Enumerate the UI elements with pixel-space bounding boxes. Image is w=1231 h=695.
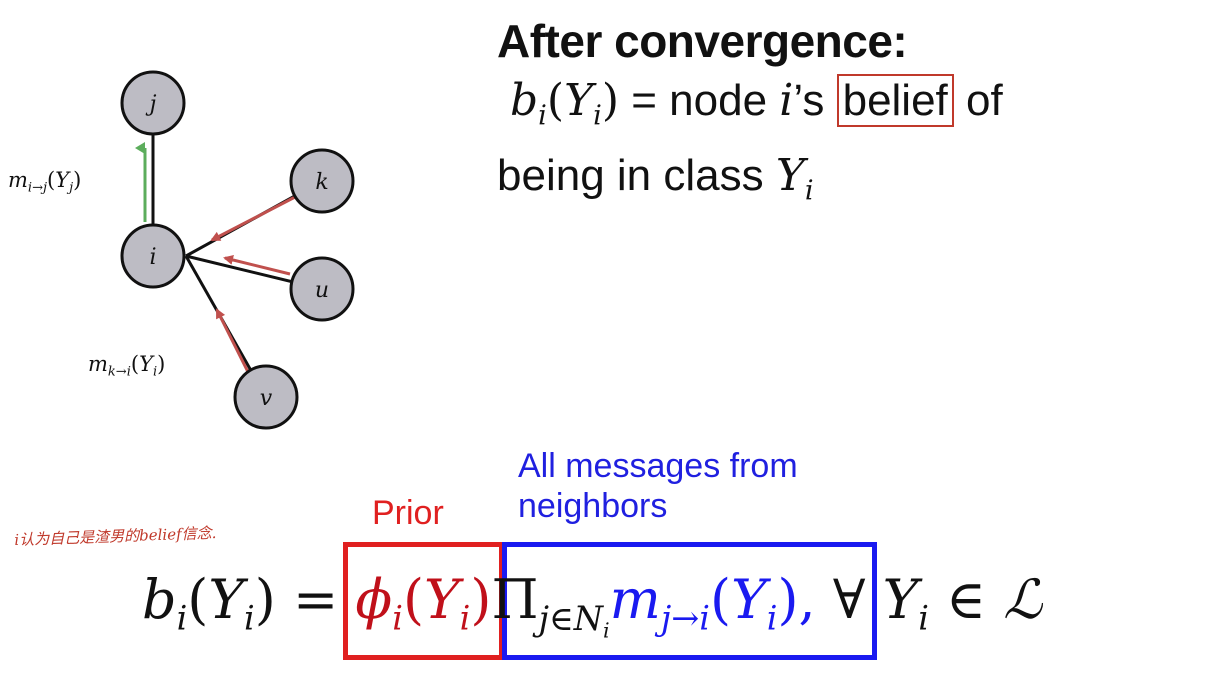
belief-word-box: belief (836, 74, 954, 128)
msg-ki-open: ( (130, 352, 140, 376)
node-i: i (120, 223, 186, 289)
f-Y1-sub: i (244, 598, 255, 638)
f-open1: ( (187, 568, 209, 631)
f-m-sub: j→i (660, 598, 710, 638)
def-b-sub: i (538, 100, 547, 132)
def-of: of (953, 76, 1003, 125)
belief-definition-line2: being in class Yi (497, 150, 814, 205)
formula-belief: bi(Yi) (142, 568, 276, 635)
node-k: k (289, 148, 355, 214)
msg-ij-open: ( (47, 168, 56, 192)
def-Y-sub: i (593, 100, 602, 132)
msg-ki-close: ) (157, 352, 166, 376)
f-Y4-sub: i (918, 598, 929, 638)
belief-symbol: bi(Yi) (510, 75, 620, 130)
f-equals: = (275, 568, 356, 631)
f-b: b (142, 568, 177, 631)
formula-messages: mj→i(Yi), (609, 568, 816, 635)
formula-product: Πj∈Ni (491, 568, 609, 640)
msg-ki-Ysub: i (152, 364, 158, 380)
msg-ij-Y: Y (55, 168, 70, 192)
f-Pi: Π (491, 568, 539, 631)
formula-domain: Yi ∈ ℒ (882, 568, 1043, 635)
def-close: ) (601, 75, 620, 126)
node-v: v (233, 364, 299, 430)
f-forall: ∀ (815, 568, 883, 631)
node-label-u: u (315, 278, 329, 303)
def-Y: Y (564, 75, 594, 126)
msg-ij-m: m (8, 168, 28, 192)
f-in: ∈ (928, 568, 1004, 631)
node-label-k: k (315, 170, 328, 195)
messages-highlight-box (502, 542, 877, 660)
f-Y1: Y (208, 568, 245, 631)
def-middle-text: = node (619, 76, 780, 125)
f-m: m (609, 568, 661, 631)
f-Y4: Y (882, 568, 919, 631)
f-phi: ϕ (355, 568, 393, 631)
f-Y2: Y (424, 568, 460, 631)
message-label-k-to-i: mk→i(Yi) (88, 352, 166, 379)
f-open3: ( (709, 568, 732, 631)
heading-after-convergence: After convergence: (497, 15, 908, 67)
f-Pi-sub: j∈N (538, 598, 603, 638)
messages-label: All messages from neighbors (518, 446, 798, 526)
msg-ij-sub: i→j (27, 180, 48, 196)
f-close3: ), (777, 568, 816, 631)
f-open2: ( (402, 568, 425, 631)
f-Y2-sub: i (459, 598, 471, 638)
formula-prior: ϕi(Yi) (355, 568, 492, 635)
belief-formula: bi(Yi) = ϕi(Yi)Πj∈Nimj→i(Yi), ∀ Yi ∈ ℒ (142, 568, 1043, 640)
message-arrow-k-to-i (210, 194, 298, 242)
belief-definition-line1: bi(Yi) = node i’s belief of (510, 74, 1003, 130)
message-arrow-u-to-i (223, 255, 291, 276)
node-j: j (120, 70, 186, 136)
factor-graph-diagram: j k i u v (120, 70, 355, 430)
def-line2-Y: Y (775, 150, 805, 201)
def-open: ( (546, 75, 565, 126)
messages-label-line2: neighbors (518, 487, 668, 525)
f-close2: ) (470, 568, 492, 631)
f-close1: ) (254, 568, 276, 631)
prior-label: Prior (372, 494, 444, 532)
f-b-sub: i (176, 598, 188, 638)
def-line2-Y-group: Yi (775, 150, 814, 205)
node-label-v: v (260, 386, 273, 411)
node-u: u (289, 256, 355, 322)
def-line2-text: being in class (497, 151, 776, 200)
def-line2-Y-sub: i (804, 175, 814, 207)
msg-ij-Ysub: j (69, 180, 74, 196)
msg-ij-close: ) (73, 168, 82, 192)
f-phi-sub: i (392, 598, 403, 638)
handwritten-annotation: i认为自己是渣男的belief信念. (14, 523, 217, 549)
prior-highlight-box (343, 542, 504, 660)
message-label-i-to-j: mi→j(Yj) (8, 168, 82, 195)
msg-ki-sub: k→i (107, 364, 131, 380)
f-label-set: ℒ (1003, 568, 1043, 631)
f-Y3-sub: i (766, 598, 778, 638)
f-Pi-subsub: i (603, 617, 610, 642)
node-label-i: i (149, 245, 156, 270)
def-b: b (510, 75, 539, 126)
msg-ki-m: m (88, 352, 108, 376)
f-Y3: Y (731, 568, 767, 631)
message-arrow-v-to-i (215, 308, 253, 379)
messages-label-line1: All messages from (518, 447, 798, 485)
msg-ki-Y: Y (139, 352, 153, 376)
def-possessive: ’s (793, 76, 837, 125)
def-node-i: i (779, 75, 794, 126)
